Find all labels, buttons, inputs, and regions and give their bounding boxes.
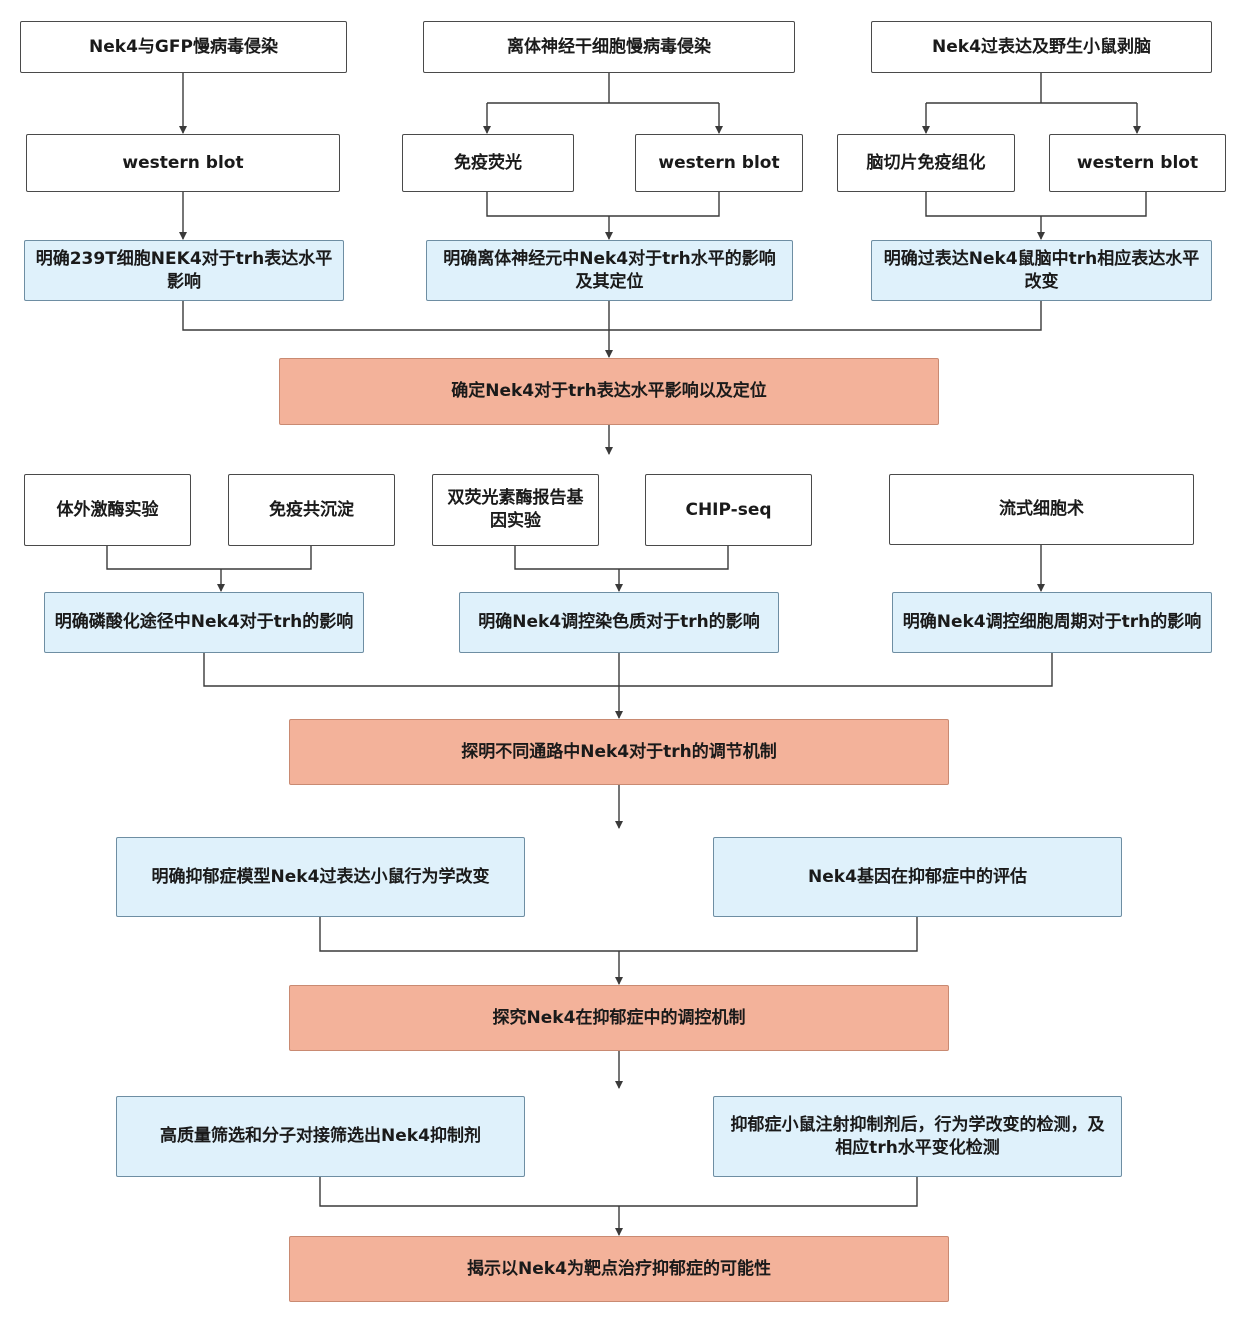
node-r6-a: 明确抑郁症模型Nek4过表达小鼠行为学改变	[116, 837, 525, 917]
node-r4-a1: 体外激酶实验	[24, 474, 191, 546]
node-r5-b: 明确Nek4调控染色质对于trh的影响	[459, 592, 779, 653]
node-label: 明确Nek4调控染色质对于trh的影响	[478, 612, 760, 632]
summary-4: 揭示以Nek4为靶点治疗抑郁症的可能性	[289, 1236, 949, 1302]
node-label: 探明不同通路中Nek4对于trh的调节机制	[461, 741, 777, 762]
node-r2-b1: 免疫荧光	[402, 134, 574, 192]
node-label: 明确磷酸化途径中Nek4对于trh的影响	[54, 612, 354, 632]
node-label: 抑郁症小鼠注射抑制剂后，行为学改变的检测，及相应trh水平变化检测	[730, 1114, 1105, 1158]
node-label: 体外激酶实验	[56, 499, 159, 520]
node-r2-a: western blot	[26, 134, 340, 192]
connector-r6-join	[319, 917, 918, 952]
node-label: 揭示以Nek4为靶点治疗抑郁症的可能性	[467, 1258, 771, 1279]
node-r2-c2: western blot	[1049, 134, 1226, 192]
node-r7-a: 高质量筛选和分子对接筛选出Nek4抑制剂	[116, 1096, 525, 1177]
node-label: Nek4过表达及野生小鼠剥脑	[932, 36, 1151, 57]
connector-r4a-join	[106, 546, 312, 570]
node-r4-b1: 双荧光素酶报告基因实验	[432, 474, 599, 546]
node-label: 脑切片免疫组化	[866, 152, 986, 173]
node-label: CHIP-seq	[685, 499, 772, 520]
node-r3-b: 明确离体神经元中Nek4对于trh水平的影响及其定位	[426, 240, 793, 301]
node-label: Nek4基因在抑郁症中的评估	[808, 866, 1027, 887]
node-label: 明确过表达Nek4鼠脑中trh相应表达水平改变	[883, 248, 1200, 292]
node-r2-c1: 脑切片免疫组化	[837, 134, 1015, 192]
node-label: 明确239T细胞NEK4对于trh表达水平影响	[35, 248, 333, 292]
node-r5-c: 明确Nek4调控细胞周期对于trh的影响	[892, 592, 1212, 653]
node-label: 离体神经干细胞慢病毒侵染	[507, 36, 711, 57]
node-r4-b2: CHIP-seq	[645, 474, 812, 546]
node-label: western blot	[1076, 152, 1199, 173]
node-label: 流式细胞术	[999, 499, 1084, 519]
connector-r2c-join	[925, 192, 1147, 217]
node-label: 双荧光素酶报告基因实验	[447, 488, 584, 531]
node-r6-b: Nek4基因在抑郁症中的评估	[713, 837, 1122, 917]
node-r2-b2: western blot	[635, 134, 803, 192]
connector-r1b-split	[487, 73, 719, 104]
summary-1: 确定Nek4对于trh表达水平影响以及定位	[279, 358, 939, 425]
node-label: Nek4与GFP慢病毒侵染	[89, 36, 278, 57]
node-r3-a: 明确239T细胞NEK4对于trh表达水平影响	[24, 240, 344, 301]
connector-r7-join	[319, 1177, 918, 1207]
connector-r1c-split	[926, 73, 1137, 104]
node-label: 明确离体神经元中Nek4对于trh水平的影响及其定位	[443, 248, 776, 292]
node-label: 探究Nek4在抑郁症中的调控机制	[492, 1007, 746, 1028]
connector-r4b-join	[514, 546, 729, 570]
node-r4-a2: 免疫共沉淀	[228, 474, 395, 546]
node-label: 免疫荧光	[454, 152, 522, 173]
summary-3: 探究Nek4在抑郁症中的调控机制	[289, 985, 949, 1051]
node-label: 高质量筛选和分子对接筛选出Nek4抑制剂	[160, 1126, 481, 1146]
connector-r2b-join	[486, 192, 720, 217]
connector-r5-join	[203, 653, 1053, 687]
node-label: 确定Nek4对于trh表达水平影响以及定位	[451, 381, 767, 401]
node-r4-c: 流式细胞术	[889, 474, 1194, 545]
summary-2: 探明不同通路中Nek4对于trh的调节机制	[289, 719, 949, 785]
node-r1-b: 离体神经干细胞慢病毒侵染	[423, 21, 795, 73]
node-label: 明确抑郁症模型Nek4过表达小鼠行为学改变	[151, 866, 490, 887]
node-r1-c: Nek4过表达及野生小鼠剥脑	[871, 21, 1212, 73]
node-label: western blot	[658, 152, 780, 173]
node-r3-c: 明确过表达Nek4鼠脑中trh相应表达水平改变	[871, 240, 1212, 301]
node-r5-a: 明确磷酸化途径中Nek4对于trh的影响	[44, 592, 364, 653]
node-r1-a: Nek4与GFP慢病毒侵染	[20, 21, 347, 73]
connector-r3-join	[182, 301, 1042, 331]
node-r7-b: 抑郁症小鼠注射抑制剂后，行为学改变的检测，及相应trh水平变化检测	[713, 1096, 1122, 1177]
node-label: 明确Nek4调控细胞周期对于trh的影响	[902, 612, 1202, 632]
node-label: 免疫共沉淀	[269, 499, 354, 520]
node-label: western blot	[122, 152, 244, 173]
